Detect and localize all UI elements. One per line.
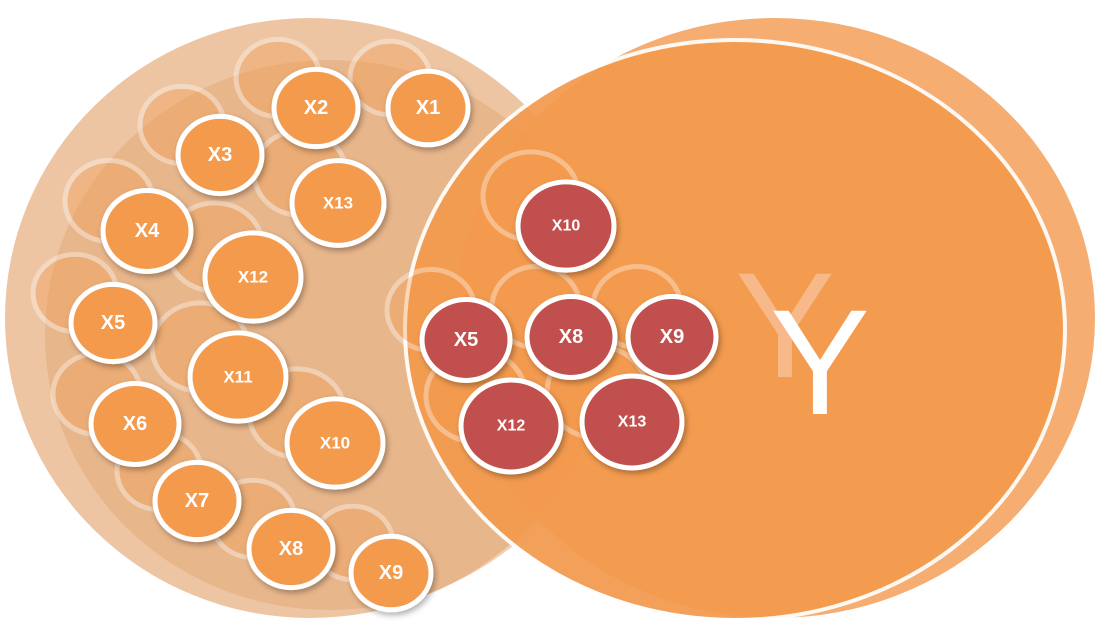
selected-circle-x9: X9 (625, 294, 719, 380)
circle-label: X6 (123, 413, 147, 435)
circle-shape (246, 507, 336, 591)
variable-circle-x10: X10 (284, 396, 386, 490)
variable-circle-x9: X9 (348, 533, 434, 613)
variable-circle-x2: X2 (271, 66, 361, 150)
circle-label: X1 (416, 97, 440, 119)
variable-circle-x7: X7 (152, 459, 242, 543)
variable-circle-x11: X11 (187, 330, 289, 424)
circle-shape (88, 381, 182, 467)
circle-shape (515, 179, 617, 273)
circle-label: X8 (559, 326, 583, 348)
circle-shape (68, 281, 158, 365)
circle-shape (152, 459, 242, 543)
variable-circle-x1: X1 (385, 68, 471, 148)
variable-circle-x8: X8 (246, 507, 336, 591)
circle-shape (625, 294, 719, 380)
circle-shape (458, 377, 564, 475)
circle-label: X12 (497, 418, 526, 435)
circle-label: X12 (238, 268, 268, 287)
target-label: Y (770, 278, 870, 446)
circle-label: X9 (660, 326, 684, 348)
circle-shape (348, 533, 434, 613)
circle-label: X8 (279, 538, 303, 560)
circle-label: X2 (304, 97, 328, 119)
selected-circle-x8: X8 (524, 294, 618, 380)
circle-label: X10 (320, 434, 350, 453)
circle-shape (385, 68, 471, 148)
variable-circle-x6: X6 (88, 381, 182, 467)
circle-label: X4 (135, 220, 160, 242)
circle-label: X9 (379, 562, 403, 584)
circle-shape (100, 188, 194, 274)
circle-label: X7 (185, 490, 209, 512)
variable-circle-x5: X5 (68, 281, 158, 365)
circle-label: X5 (454, 329, 478, 351)
variable-circle-x4: X4 (100, 188, 194, 274)
circle-label: X11 (223, 368, 252, 387)
circle-label: X5 (101, 312, 125, 334)
circle-label: X13 (618, 414, 647, 431)
circle-shape (271, 66, 361, 150)
selected-circle-x12: X12 (458, 377, 564, 475)
circle-shape (284, 396, 386, 490)
selected-circle-x10: X10 (515, 179, 617, 273)
variable-circle-x3: X3 (175, 113, 265, 197)
circle-label: X13 (323, 194, 353, 213)
circle-shape (524, 294, 618, 380)
circle-label: X10 (552, 218, 581, 235)
circle-label: X3 (208, 144, 232, 166)
circle-shape (289, 158, 387, 248)
selected-circle-x13: X13 (579, 373, 685, 471)
circle-shape (202, 230, 304, 324)
circle-shape (187, 330, 289, 424)
variable-circle-x12: X12 (202, 230, 304, 324)
circle-shape (419, 297, 513, 383)
circle-shape (579, 373, 685, 471)
selected-circle-x5: X5 (419, 297, 513, 383)
variable-circle-x13: X13 (289, 158, 387, 248)
circle-shape (175, 113, 265, 197)
